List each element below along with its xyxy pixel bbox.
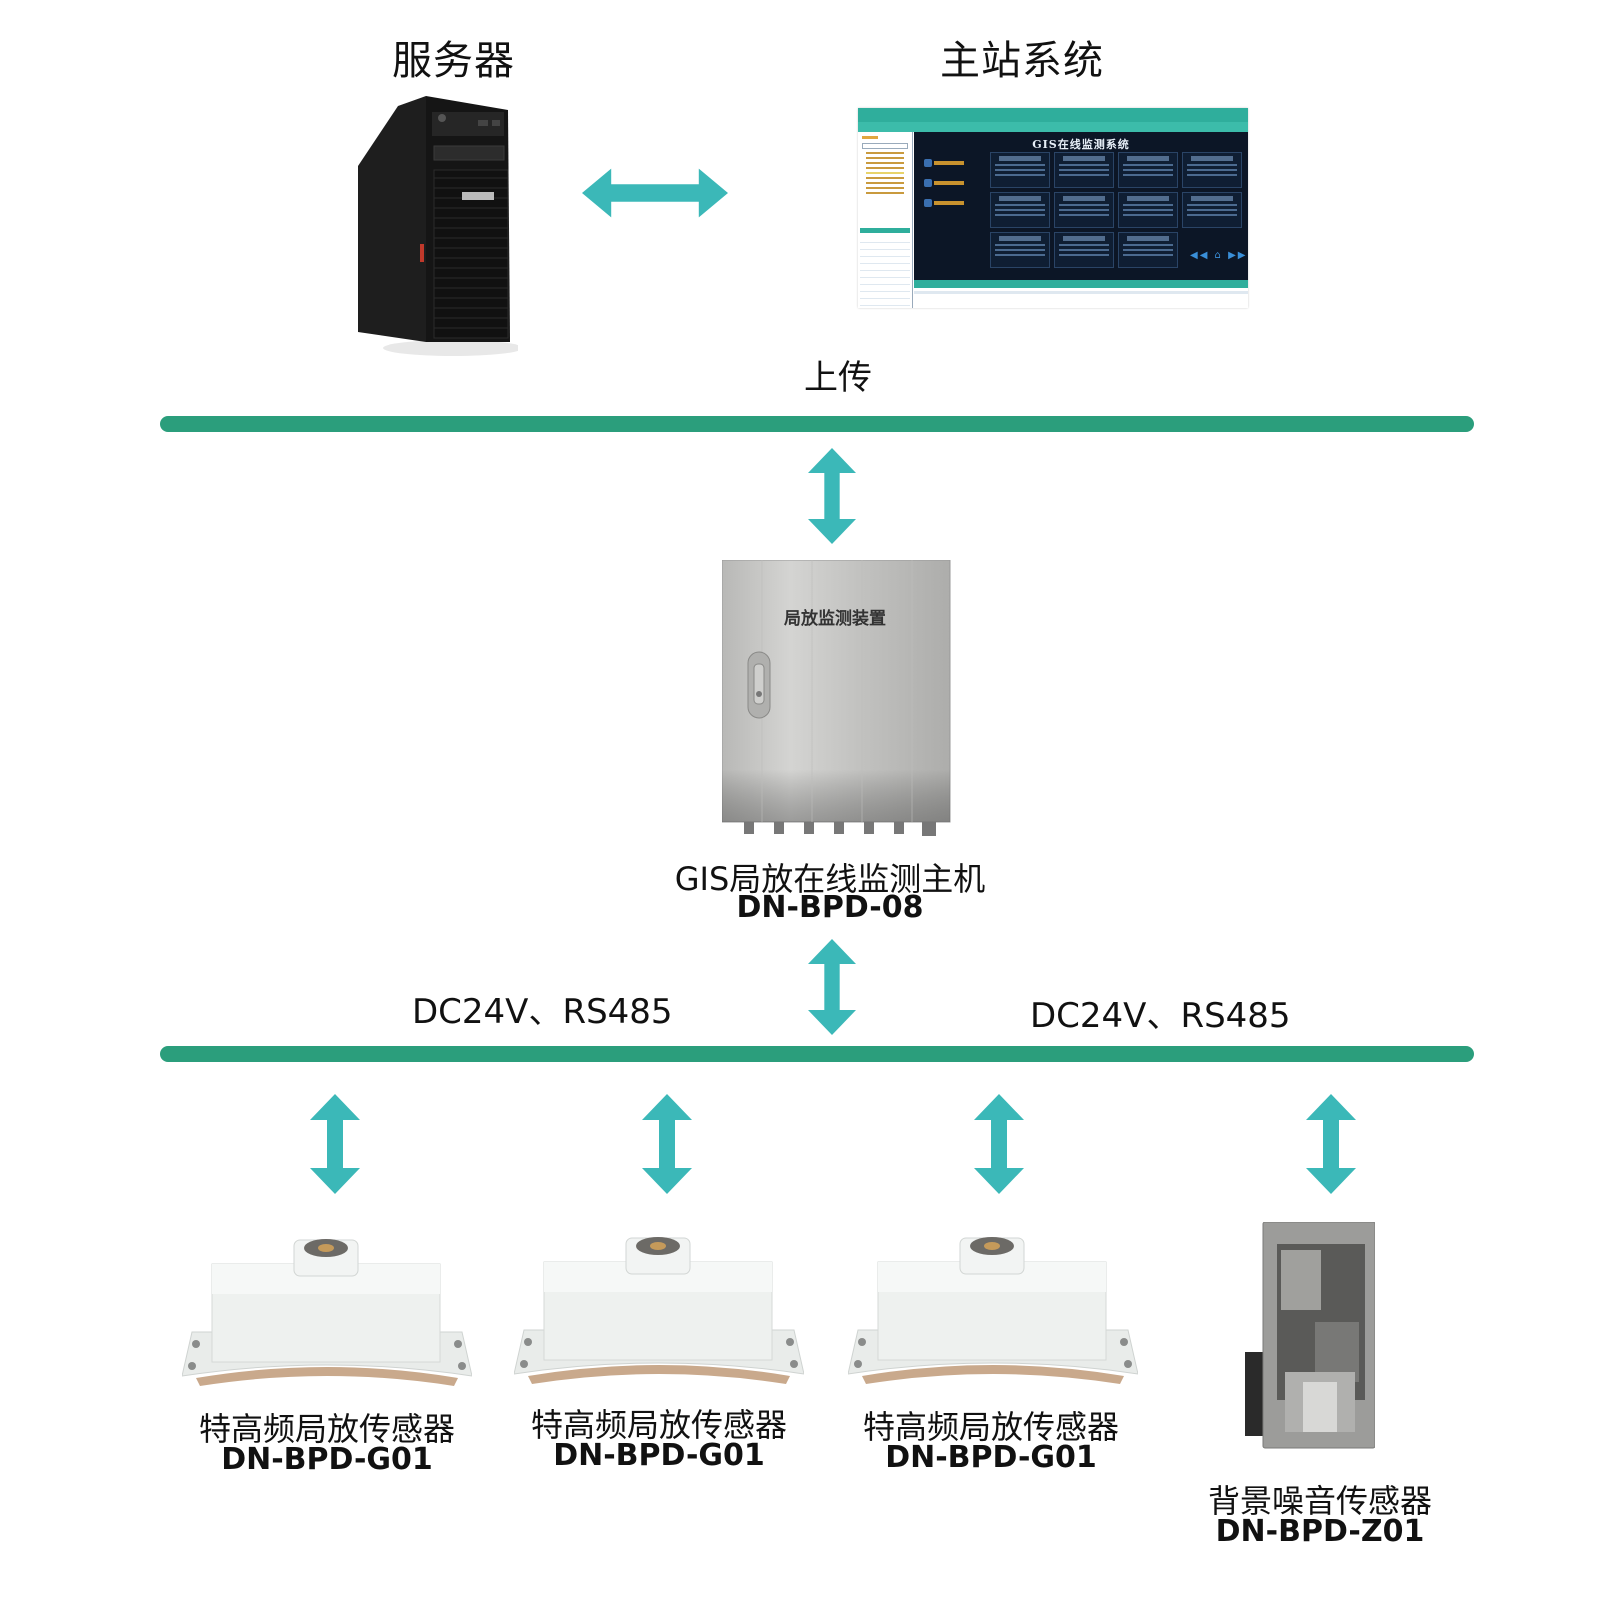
screen-sidebar-tree [858,132,913,308]
screen-footer [914,280,1248,308]
sensor-4-name: 背景噪音传感器 [1207,1482,1432,1520]
uhf-sensor-1-image [182,1236,472,1396]
screen-main-title: GIS在线监测系统 [1032,138,1130,151]
master-station-title: 主站系统 [940,38,1104,84]
bus-host-link-arrow-icon [808,446,856,546]
sensor-4-link-arrow-icon [1306,1080,1356,1208]
server-image [358,96,518,358]
host-name: GIS局放在线监测主机 [674,860,986,898]
sensor-1-link-arrow-icon [310,1080,360,1208]
sensor-3-link-arrow-icon [974,1080,1024,1208]
screen-tab-bar [858,122,1248,132]
host-bus-link-arrow-icon [808,938,856,1036]
uhf-sensor-2-image [514,1234,804,1394]
sensor-1-model: DN-BPD-G01 [221,1442,433,1477]
upper-network-bus [160,416,1474,432]
field-bus-label-left: DC24V、RS485 [412,992,673,1032]
host-device-image: 局放监测装置 [722,560,952,850]
sensor-3-name: 特高频局放传感器 [862,1408,1119,1446]
host-plate-text: 局放监测装置 [784,609,886,629]
server-title: 服务器 [392,38,515,84]
server-master-link-arrow-icon [582,168,728,218]
upload-label: 上传 [804,358,872,398]
sensor-2-model: DN-BPD-G01 [553,1438,765,1473]
sensor-3-model: DN-BPD-G01 [885,1440,1097,1475]
screen-dashboard: GIS在线监测系统 ◀◀ ⌂ ▶▶ [914,132,1248,280]
field-bus-label-right: DC24V、RS485 [1030,996,1291,1036]
screen-header-bar [858,108,1248,122]
sensor-4-model: DN-BPD-Z01 [1215,1514,1425,1549]
sensor-1-name: 特高频局放传感器 [198,1410,455,1448]
sensor-2-link-arrow-icon [642,1080,692,1208]
screen-nav-icons: ◀◀ ⌂ ▶▶ [1190,250,1248,261]
uhf-sensor-3-image [848,1234,1138,1394]
master-station-screenshot: GIS在线监测系统 ◀◀ ⌂ ▶▶ [858,108,1248,308]
noise-sensor-image [1245,1222,1375,1452]
field-bus [160,1046,1474,1062]
sensor-2-name: 特高频局放传感器 [530,1406,787,1444]
host-model: DN-BPD-08 [736,890,924,925]
